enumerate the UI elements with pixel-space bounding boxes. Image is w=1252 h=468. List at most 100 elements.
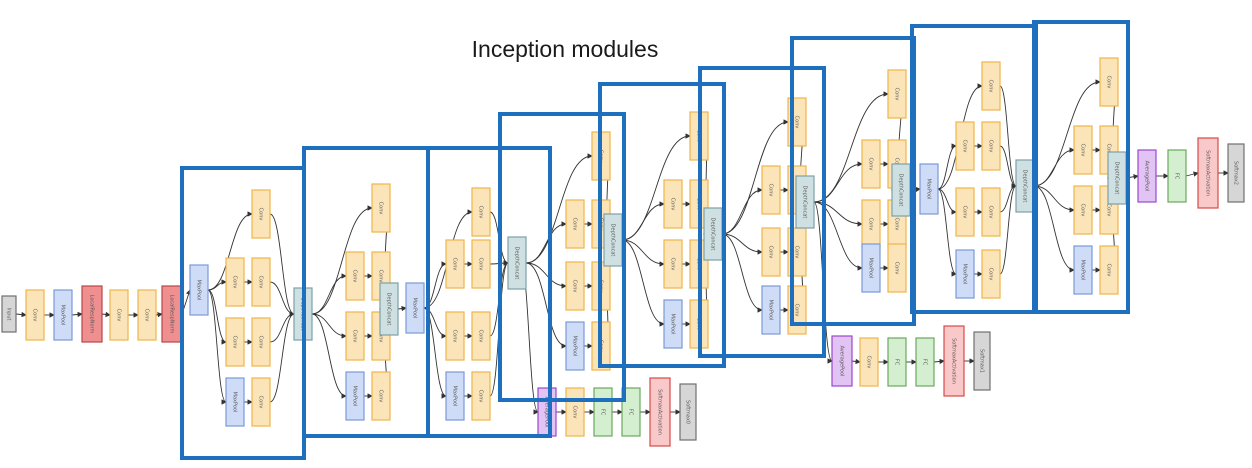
module-5-branch2-conv-a-rect: [663, 179, 683, 229]
module-8-branch3-conv-a-rect: [955, 187, 975, 237]
module-2-branch2-conv-b-label: Conv: [378, 270, 384, 283]
stem-lrn-2-label: LocalRespNorm: [169, 295, 175, 334]
connection-arrow: [311, 273, 347, 315]
module-8-branch4-conv-label: Conv: [988, 268, 994, 281]
final-softmax-activation-rect: [1197, 137, 1219, 209]
module-4-branch3-conv-a: Conv: [565, 261, 585, 311]
connection-arrow: [999, 145, 1017, 189]
module-4-branch2-conv-a-label: Conv: [572, 218, 578, 231]
module-5-branch4-maxpool-label: MaxPool: [670, 314, 676, 335]
connection-arrow: [71, 311, 83, 318]
connection-arrow: [311, 313, 347, 399]
module-2-branch1-conv-label: Conv: [378, 202, 384, 215]
final-softmax-activation: SoftmaxActivation: [1197, 137, 1219, 209]
aux1-averagepool: AveragePool: [831, 335, 853, 387]
stem-conv-2-label: Conv: [116, 309, 122, 322]
module-3-input-maxpool-rect: [405, 282, 425, 334]
module-3-branch4-conv-label: Conv: [478, 390, 484, 403]
module-3-depthconcat: DepthConcat: [507, 236, 527, 290]
stem-conv-2-rect: [109, 289, 129, 341]
module-2-branch4-maxpool: MaxPool: [345, 371, 365, 421]
connection-arrow: [207, 279, 227, 291]
module-2-branch3-conv-b-label: Conv: [378, 330, 384, 343]
stem-conv-3-rect: [137, 289, 157, 341]
module-5-branch2-conv-a-label: Conv: [670, 198, 676, 211]
connection-arrow: [269, 311, 295, 403]
module-3-branch1-conv-rect: [471, 187, 491, 237]
module-3-branch3-conv-b-label: Conv: [478, 330, 484, 343]
module-6-branch3-conv-b-label: Conv: [794, 246, 800, 259]
connection-arrow: [269, 281, 295, 317]
module-3-input-maxpool: MaxPool: [405, 282, 425, 334]
module-3-branch3-conv-b-rect: [471, 311, 491, 361]
inception-module-outline-6: [698, 66, 826, 358]
module-4-branch4-maxpool-rect: [565, 321, 585, 371]
module-1-input-maxpool: MaxPool: [189, 264, 209, 316]
module-2-branch4-maxpool-label: MaxPool: [352, 386, 358, 407]
inception-module-outline-4: [498, 112, 626, 402]
inception-module-outlines: [180, 20, 1130, 460]
connection-arrow: [721, 187, 763, 235]
inception-module-outline-5: [598, 82, 726, 368]
module-7-branch2-conv-a-rect: [861, 139, 881, 189]
connection-arrow: [621, 239, 665, 267]
module-7-depthconcat: DepthConcat: [891, 163, 911, 217]
aux1-fc-1-rect: [887, 337, 907, 387]
module-9-branch4-maxpool-rect: [1073, 245, 1093, 295]
module-9-branch1-conv-label: Conv: [1106, 76, 1112, 89]
stem-lrn-1-rect: [81, 285, 103, 343]
module-3-branch2-conv-b-rect: [471, 239, 491, 289]
module-3-branch3-conv-a-rect: [445, 311, 465, 361]
aux0-softmax-activation-rect: [649, 377, 671, 447]
module-6-branch4-maxpool-rect: [761, 285, 781, 335]
module-2-branch3-conv-a: Conv: [345, 311, 365, 361]
inception-module-outline-3: [426, 146, 552, 438]
module-4-depthconcat: DepthConcat: [603, 213, 623, 267]
module-4-depthconcat-label: DepthConcat: [610, 224, 616, 257]
module-6-branch1-conv-label: Conv: [794, 116, 800, 129]
module-7-branch4-maxpool-rect: [861, 243, 881, 293]
stem-conv-3: Conv: [137, 289, 157, 341]
module-2-depthconcat: DepthConcat: [379, 282, 399, 336]
final-averagepool: AveragePool: [1137, 149, 1157, 203]
aux0-fc-2-label: FC: [628, 409, 634, 416]
module-9-branch2-conv-b-label: Conv: [1106, 144, 1112, 157]
aux0-conv-label: Conv: [572, 406, 578, 419]
input-block-label: Input: [6, 308, 12, 321]
connection-arrow: [525, 262, 567, 289]
module-1-branch3-conv-b: Conv: [251, 317, 271, 367]
module-8-branch1-conv: Conv: [981, 61, 1001, 111]
module-7-depthconcat-label: DepthConcat: [898, 174, 904, 207]
aux0-fc-1: FC: [593, 387, 613, 437]
module-3-depthconcat-label: DepthConcat: [514, 247, 520, 280]
module-5-branch3-conv-a-rect: [663, 239, 683, 289]
aux1-softmax-output-rect: [973, 331, 991, 391]
connection-arrow: [621, 201, 665, 241]
module-7-branch1-conv-rect: [887, 69, 907, 119]
connection-arrow: [269, 213, 295, 317]
module-1-branch4-conv-label: Conv: [258, 396, 264, 409]
aux0-softmax-activation-label: SoftmaxActivation: [657, 389, 663, 435]
module-3-branch3-conv-a-label: Conv: [452, 330, 458, 343]
module-3-depthconcat-rect: [507, 236, 527, 290]
module-3-branch4-maxpool-rect: [445, 371, 465, 421]
module-7-branch4-conv-rect: [887, 243, 907, 293]
module-9-branch4-conv-label: Conv: [1106, 264, 1112, 277]
module-6-branch3-conv-a-label: Conv: [768, 246, 774, 259]
connection-arrow: [1185, 171, 1199, 177]
module-5-branch4-maxpool: MaxPool: [663, 299, 683, 349]
final-fc: FC: [1167, 149, 1187, 203]
module-9-branch3-conv-a-rect: [1073, 185, 1093, 235]
module-6-branch4-maxpool-label: MaxPool: [768, 300, 774, 321]
connection-arrow: [937, 188, 957, 277]
connection-arrow: [813, 201, 863, 227]
module-2-branch4-conv: Conv: [371, 371, 391, 421]
connection-arrow: [851, 358, 861, 365]
final-fc-label: FC: [1174, 173, 1180, 180]
module-1-branch2-conv-b-label: Conv: [258, 276, 264, 289]
module-1-branch1-conv: Conv: [251, 189, 271, 239]
connection-arrow: [155, 312, 163, 318]
module-3-branch2-conv-a: Conv: [445, 239, 465, 289]
aux0-softmax-output-rect: [679, 383, 697, 441]
connection-arrow: [813, 161, 863, 203]
